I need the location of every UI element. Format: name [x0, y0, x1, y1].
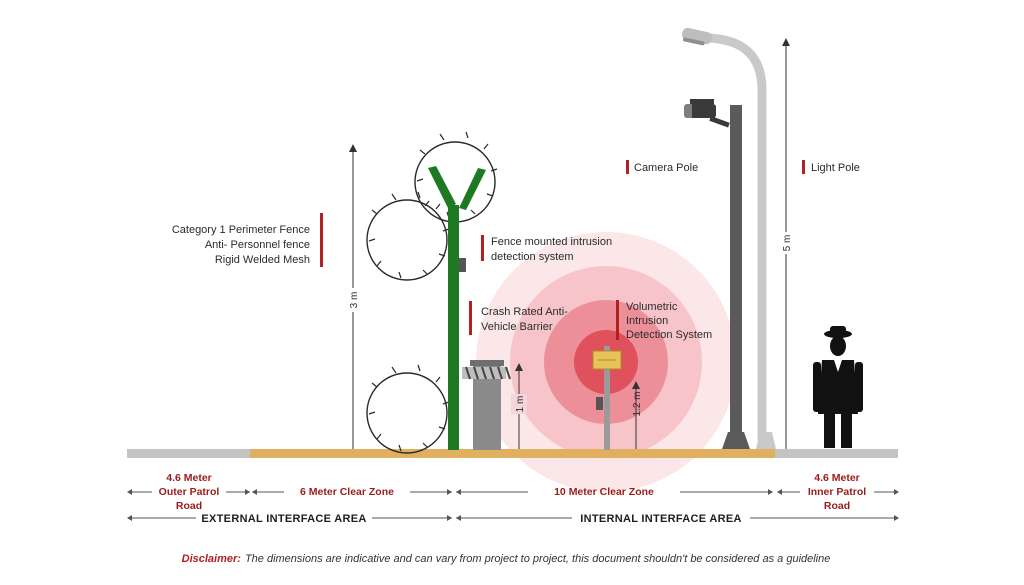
fence-post — [428, 166, 486, 450]
camera-pole-label: Camera Pole — [634, 162, 698, 174]
light-pole-label: Light Pole — [811, 162, 860, 174]
accent-markers — [320, 160, 805, 340]
volumetric-line-3: Detection System — [626, 329, 712, 341]
fence-category-line-2: Anti- Personnel fence — [205, 239, 310, 251]
fence-category-line-3: Rigid Welded Mesh — [215, 254, 310, 266]
disclaimer-text: The dimensions are indicative and can va… — [245, 553, 830, 565]
clear-zone-10-label: 10 Meter Clear Zone — [554, 486, 654, 498]
sensor-unit-icon — [596, 397, 603, 410]
zone-dimension-arrows — [127, 489, 899, 495]
light-pole-height-label: 5 m — [782, 235, 793, 252]
disclaimer: Disclaimer:The dimensions are indicative… — [182, 553, 831, 565]
outer-patrol-line-3: Road — [176, 500, 202, 512]
inner-patrol-line-2: Inner Patrol — [808, 486, 866, 498]
outer-patrol-road-surface — [127, 449, 250, 458]
outer-patrol-line-2: Outer Patrol — [159, 486, 220, 498]
street-lamp-icon — [682, 27, 712, 46]
fence-height-label: 3 m — [349, 292, 360, 309]
inner-patrol-line-1: 4.6 Meter — [814, 472, 860, 484]
vehicle-barrier-line-2: Vehicle Barrier — [481, 321, 553, 333]
sensor-height-label: 1.2 m — [632, 391, 643, 416]
cctv-camera-icon — [684, 99, 730, 128]
fence-intrusion-callout: Fence mounted intrusion detection system — [491, 236, 612, 263]
clear-zone-surface — [250, 449, 775, 458]
vehicle-barrier-line-1: Crash Rated Anti- — [481, 306, 568, 318]
inner-patrol-road-surface — [775, 449, 898, 458]
area-dimension-arrows — [127, 515, 899, 521]
volumetric-line-1: Volumetric — [626, 301, 678, 313]
fence-category-callout: Category 1 Perimeter Fence Anti- Personn… — [172, 224, 310, 266]
fence-category-line-1: Category 1 Perimeter Fence — [172, 224, 310, 236]
camera-pole — [684, 99, 750, 449]
fence-intrusion-line-2: detection system — [491, 251, 574, 263]
outer-patrol-line-1: 4.6 Meter — [166, 472, 212, 484]
barrier-height-label: 1 m — [515, 396, 526, 413]
fence-height-dimension: 3 m — [345, 144, 361, 449]
vehicle-barrier — [462, 360, 511, 450]
inner-patrol-zone-label: 4.6 Meter Inner Patrol Road — [808, 472, 866, 512]
clear-zone-6-label: 6 Meter Clear Zone — [300, 486, 394, 498]
volumetric-sensor-post — [592, 346, 622, 450]
fence-sensor-icon — [459, 258, 466, 272]
external-area-label: EXTERNAL INTERFACE AREA — [201, 513, 366, 525]
sensor-height-dimension: 1.2 m — [632, 381, 643, 449]
light-pole-height-dimension: 5 m — [778, 38, 794, 449]
light-pole — [682, 27, 776, 449]
disclaimer-prefix: Disclaimer: — [182, 553, 242, 565]
ground — [127, 449, 898, 458]
fence-intrusion-line-1: Fence mounted intrusion — [491, 236, 612, 248]
internal-area-label: INTERNAL INTERFACE AREA — [580, 513, 742, 525]
volumetric-callout: Volumetric Intrusion Detection System — [626, 301, 712, 341]
volumetric-line-2: Intrusion — [626, 315, 668, 327]
barrier-spring-icon — [462, 366, 511, 380]
barrier-height-dimension: 1 m — [511, 363, 527, 449]
inner-patrol-line-3: Road — [824, 500, 850, 512]
razor-wire — [366, 131, 498, 454]
security-guard-icon — [813, 326, 863, 448]
outer-patrol-zone-label: 4.6 Meter Outer Patrol Road — [159, 472, 220, 512]
vehicle-barrier-callout: Crash Rated Anti- Vehicle Barrier — [481, 306, 568, 333]
